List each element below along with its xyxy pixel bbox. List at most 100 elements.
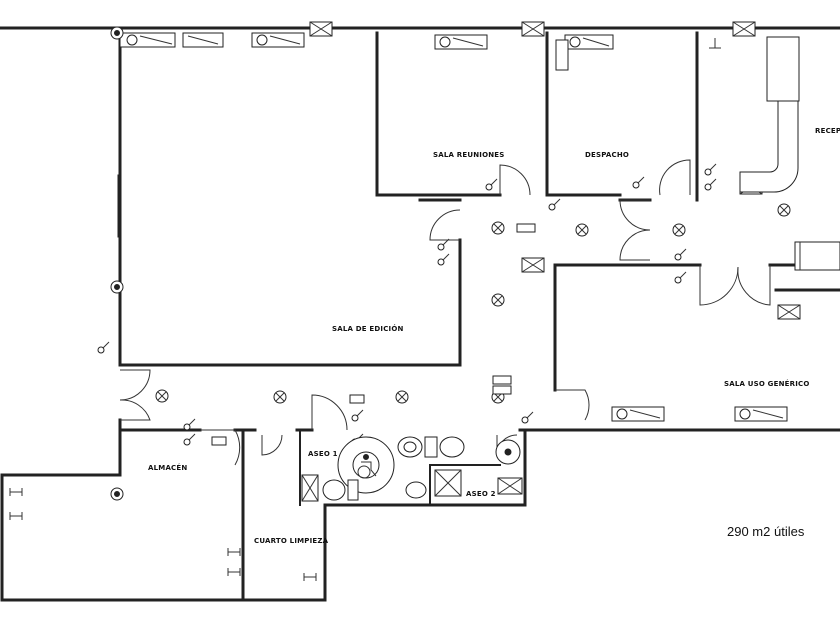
door-swing-icon — [261, 434, 283, 456]
fluorescent-fixture-icon — [182, 32, 224, 48]
label-sala-uso-generico: SALA USO GENÉRICO — [724, 379, 810, 388]
ceiling-lights — [110, 26, 791, 501]
vent-grille-icon — [521, 21, 545, 37]
door-swing-icon — [659, 159, 691, 196]
switch-icon — [674, 271, 687, 284]
reception-counter-curve — [739, 100, 799, 193]
crossed-circle-icon — [395, 390, 409, 404]
room-labels: SALA REUNIONES DESPACHO RECEP SALA DE ED… — [148, 127, 840, 545]
switch-icon — [351, 409, 364, 422]
door-swing-icon — [499, 164, 531, 196]
switches — [97, 163, 717, 446]
label-recepcion: RECEP — [815, 127, 840, 135]
door-swing-icon — [200, 429, 241, 466]
reception-bench — [794, 241, 840, 271]
switch-icon — [437, 253, 450, 266]
sala-uso-generico-left-wall — [553, 263, 702, 392]
outlet-icon — [492, 375, 512, 385]
vent-grille-icon — [777, 304, 801, 320]
hanger-icon — [9, 488, 23, 496]
hanger-icon — [9, 512, 23, 520]
switch-icon — [632, 176, 645, 189]
crossed-circle-icon — [273, 390, 287, 404]
label-sala-reuniones: SALA REUNIONES — [433, 151, 505, 159]
door-swing-icon — [311, 394, 348, 431]
wall-accessories — [9, 488, 317, 581]
vent-grille-icon — [521, 257, 545, 273]
door-swing-icon — [119, 369, 151, 401]
toilet-tank — [424, 436, 438, 458]
crossed-circle-icon — [491, 221, 505, 235]
switch-icon — [548, 198, 561, 211]
crossed-circle-icon — [491, 293, 505, 307]
fluorescent-fixture-icon — [434, 34, 488, 50]
switch-icon — [485, 178, 498, 191]
label-aseo-1: ASEO 1 — [308, 450, 338, 458]
switch-icon — [97, 341, 110, 354]
door-swing-icon — [119, 399, 151, 421]
outlets — [211, 223, 536, 446]
fluorescent-fixture-icon — [251, 32, 305, 48]
sala-edicion-walls — [118, 31, 462, 367]
outlet-icon — [516, 223, 536, 233]
toilet-icon — [322, 479, 346, 501]
lower-outer-wall — [0, 428, 527, 602]
door-swing-icon — [555, 389, 590, 421]
door-swing-icon — [429, 209, 461, 241]
fluorescent-fixture-icon — [734, 406, 788, 422]
reception-desk — [766, 36, 800, 102]
light-fixtures — [119, 32, 788, 422]
door-swing-icon — [619, 199, 651, 231]
crossed-circle-icon — [672, 223, 686, 237]
label-sala-edicion: SALA DE EDICIÓN — [332, 324, 404, 333]
vent-grille-icon — [434, 469, 462, 497]
sink-icon — [405, 481, 427, 499]
crossed-circle-icon — [575, 223, 589, 237]
vent-grille-icon — [309, 21, 333, 37]
switch-icon — [183, 418, 196, 431]
hanger-icon — [227, 568, 241, 576]
label-aseo-2: ASEO 2 — [466, 490, 496, 498]
crossed-circle-icon — [155, 389, 169, 403]
despacho-cabinet — [555, 39, 569, 71]
coat-hook-icon — [709, 38, 721, 49]
area-summary: 290 m2 útiles — [727, 524, 805, 539]
reception-counter — [739, 36, 840, 271]
switch-icon — [183, 433, 196, 446]
fluorescent-fixture-icon — [119, 32, 176, 48]
label-almacen: ALMACÉN — [148, 463, 187, 472]
walls — [0, 26, 840, 602]
window-marker — [117, 174, 122, 238]
hanger-icon — [227, 548, 241, 556]
crossed-circle-icon — [110, 26, 124, 40]
reuniones-despacho-wall — [545, 31, 622, 197]
crossed-circle-icon — [110, 280, 124, 294]
vent-grille-icon — [497, 477, 523, 495]
doors — [119, 159, 771, 466]
fluorescent-fixture-icon — [564, 34, 614, 50]
crossed-circle-icon — [777, 203, 791, 217]
door-swing-icon — [699, 265, 739, 306]
outlet-icon — [211, 436, 227, 446]
label-despacho: DESPACHO — [585, 151, 629, 159]
aseo-fixtures — [322, 436, 521, 501]
outlet-icon — [349, 394, 365, 404]
door-swing-icon — [737, 265, 771, 306]
switch-icon — [704, 163, 717, 176]
vent-grille-icon — [732, 21, 756, 37]
toilet-icon — [439, 436, 465, 458]
switch-icon — [437, 238, 450, 251]
fluorescent-fixture-icon — [611, 406, 665, 422]
switch-icon — [674, 248, 687, 261]
hanger-icon — [303, 573, 317, 581]
outlet-icon — [492, 385, 512, 395]
switch-icon — [704, 178, 717, 191]
crossed-circle-icon — [110, 487, 124, 501]
toilet-tank — [347, 479, 359, 501]
vent-grille-icon — [301, 474, 319, 502]
switch-icon — [521, 411, 534, 424]
label-cuarto-limpieza: CUARTO LIMPIEZA — [254, 537, 329, 545]
door-swing-icon — [619, 229, 651, 261]
